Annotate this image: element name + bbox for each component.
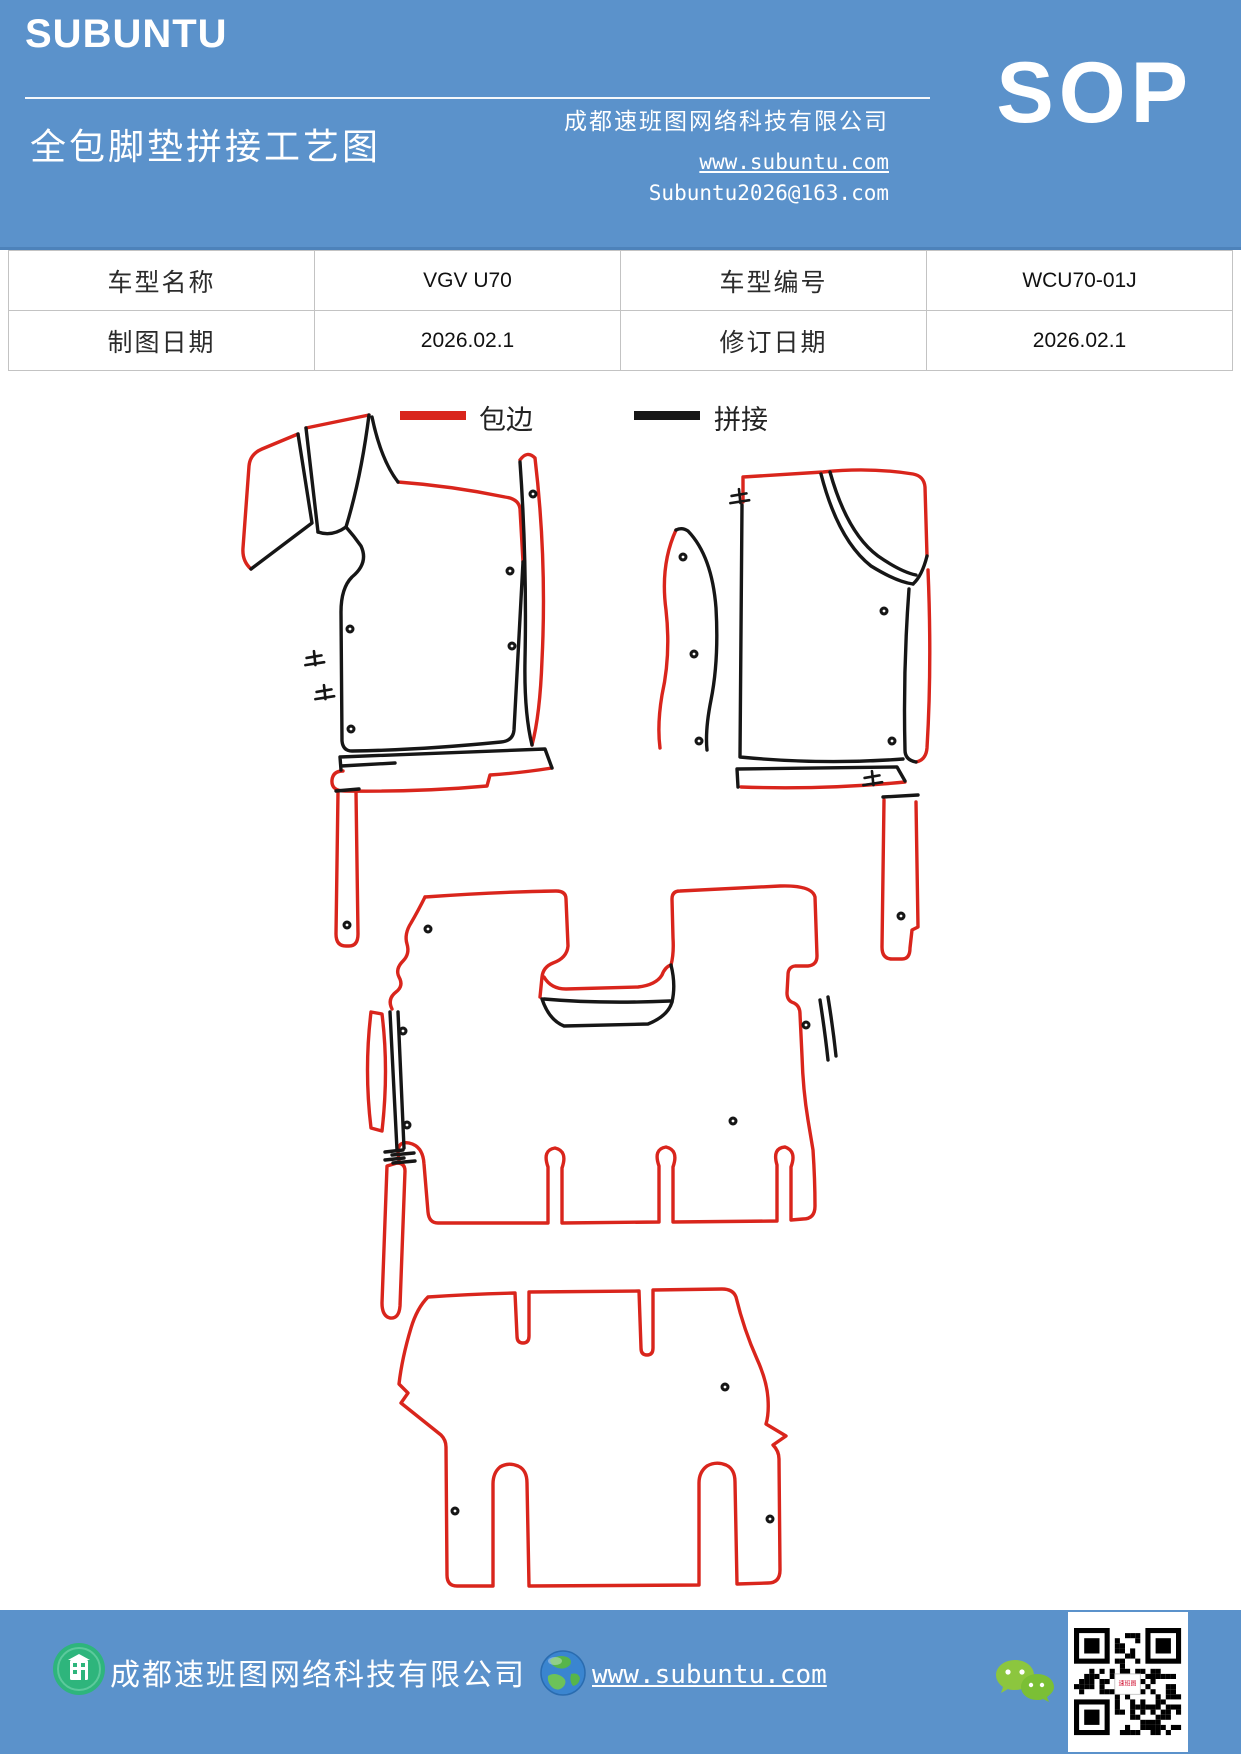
front-right-mat: [657, 468, 932, 961]
vehicle-info-table: 车型名称 VGV U70 车型编号 WCU70-01J 制图日期 2026.02…: [8, 250, 1233, 371]
brand-logo: SUBUNTU: [25, 12, 228, 56]
fastener-dots: [398, 924, 811, 1130]
building-icon: [53, 1643, 105, 1695]
model-name-value: VGV U70: [314, 250, 621, 311]
header-divider: [25, 97, 930, 99]
table-row: 车型名称 VGV U70 车型编号 WCU70-01J: [8, 250, 1233, 311]
footer-company-name: 成都速班图网络科技有限公司: [110, 1659, 526, 1692]
fastener-dots: [342, 489, 538, 930]
legend-binding-label: 包边: [479, 405, 533, 435]
sop-badge: SOP: [996, 45, 1193, 141]
header-email: Subuntu2026@163.com: [648, 181, 889, 205]
model-name-label: 车型名称: [8, 250, 315, 311]
front-left-mat: [241, 413, 554, 948]
globe-icon: [540, 1650, 586, 1696]
model-code-value: WCU70-01J: [926, 250, 1233, 311]
page-title: 全包脚垫拼接工艺图: [30, 127, 382, 167]
page-footer: 成都速班图网络科技有限公司 www.subuntu.com 速班图: [0, 1610, 1241, 1754]
revise-date-value: 2026.02.1: [926, 310, 1233, 371]
draw-date-label: 制图日期: [8, 310, 315, 371]
fastener-dots: [678, 552, 906, 921]
fastener-dots: [450, 1382, 775, 1524]
legend-splice-label: 拼接: [714, 405, 768, 435]
legend-binding-swatch: [400, 411, 466, 420]
wechat-icon: [996, 1660, 1054, 1702]
third-row-mat: [397, 1287, 788, 1588]
page-header: SUBUNTU 全包脚垫拼接工艺图 成都速班图网络科技有限公司 www.subu…: [0, 0, 1241, 250]
qr-code: 速班图: [1068, 1612, 1188, 1752]
header-website-link[interactable]: www.subuntu.com: [699, 150, 889, 174]
revise-date-label: 修订日期: [620, 310, 927, 371]
legend-splice-swatch: [634, 411, 700, 420]
svg-text:速班图: 速班图: [1119, 1680, 1137, 1688]
table-row: 制图日期 2026.02.1 修订日期 2026.02.1: [8, 310, 1233, 371]
header-company-name: 成都速班图网络科技有限公司: [564, 109, 889, 134]
footer-website-link[interactable]: www.subuntu.com: [592, 1660, 827, 1690]
draw-date-value: 2026.02.1: [314, 310, 621, 371]
second-row-mat: [365, 884, 838, 1320]
